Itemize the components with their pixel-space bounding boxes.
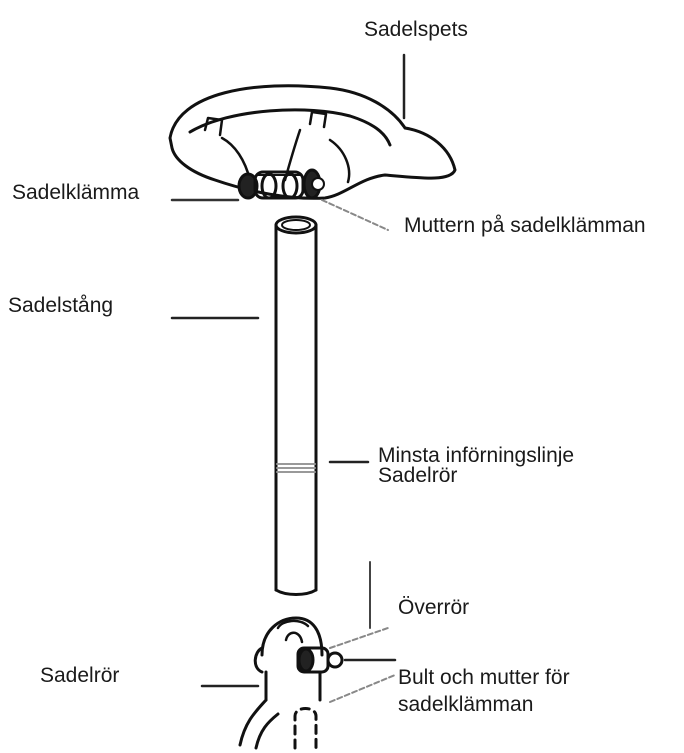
label-bolt-line1: Bult och mutter för	[398, 664, 570, 691]
leader-top-tube-diagonal	[330, 628, 388, 648]
label-min-insertion-line1: Minsta införningslinje	[378, 446, 574, 466]
label-min-insertion: Minsta införningslinje Sadelrör	[378, 446, 574, 486]
leader-bolt-diagonal	[330, 675, 395, 702]
label-seat-post: Sadelstång	[8, 294, 113, 318]
leader-clamp-nut	[322, 200, 388, 230]
label-saddle-nose: Sadelspets	[364, 18, 468, 42]
label-clamp-nut: Muttern på sadelklämman	[404, 214, 646, 238]
label-bolt-and-nut: Bult och mutter för sadelklämman	[398, 664, 570, 718]
label-seat-tube: Sadelrör	[40, 664, 119, 688]
seat-post-illustration	[276, 217, 316, 595]
label-saddle-clamp: Sadelklämma	[12, 181, 139, 205]
seat-tube-illustration	[240, 618, 342, 748]
label-bolt-line2: sadelklämman	[398, 691, 570, 718]
saddle-clamp-illustration	[239, 170, 324, 198]
label-top-tube: Överrör	[398, 596, 469, 620]
label-min-insertion-line2: Sadelrör	[378, 466, 574, 486]
